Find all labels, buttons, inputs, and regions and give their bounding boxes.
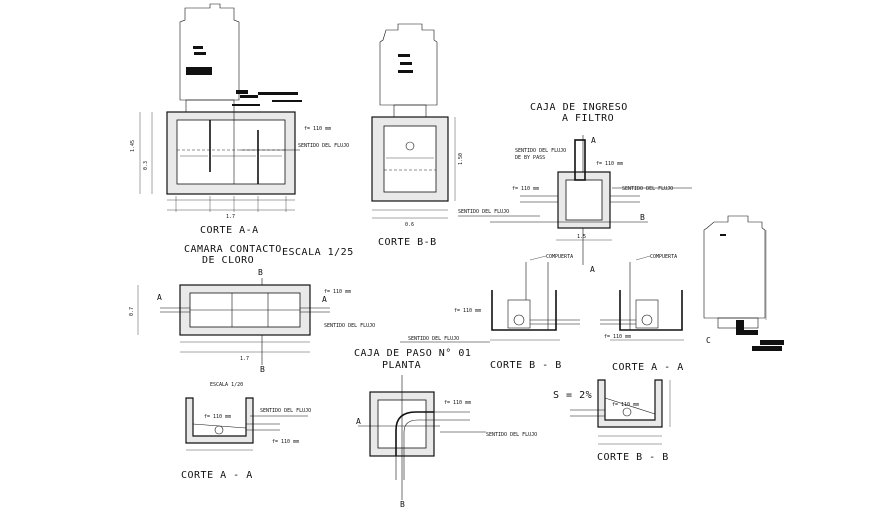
corte-bb-section-drawing: 1.50 0.6 CORTE B-B [371,23,464,248]
svg-text:1.50: 1.50 [458,153,464,165]
camara-subtitle: DE CLORO [202,255,254,266]
flow-direction-label: SENTIDO DEL FLUJO [324,323,375,329]
camara-title: CAMARA CONTACTO [184,244,282,255]
svg-text:0.3: 0.3 [143,161,149,170]
corte-aa-section-drawing: 1.45 0.3 1.7 f= 110 mm SENTIDO DEL FLUJO… [130,3,349,236]
svg-text:B: B [258,268,263,277]
phi-label: f= 110 mm [454,308,481,314]
small-corte-bb: S = 2% f= 110 mm CORTE B - B [553,379,671,463]
corte-bb-mid-title: CORTE B - B [490,360,562,371]
scale-label: ESCALA 1/25 [282,247,354,258]
svg-text:0.7: 0.7 [129,307,135,316]
phi-label: f= 110 mm [444,400,471,406]
phi-label: f= 110 mm [596,161,623,167]
corte-bb-bottom-title: CORTE B - B [597,452,669,463]
caja-ingreso-subtitle: A FILTRO [562,113,614,124]
slope-label: S = 2% [553,390,592,401]
compuerta-label: COMPUERTA [546,254,573,260]
flow-direction-label: SENTIDO DEL FLUJO [458,209,509,215]
phi-label: f= 110 mm [604,334,631,340]
svg-text:1.45: 1.45 [130,140,136,152]
svg-text:1.5: 1.5 [577,234,586,240]
svg-text:A: A [591,136,596,145]
phi-label: f= 110 mm [304,126,331,132]
phi-label: f= 110 mm [324,289,351,295]
flow-direction-label: SENTIDO DEL FLUJO [486,432,537,438]
scale-label: ESCALA 1/20 [210,382,243,388]
compuerta-label: COMPUERTA [650,254,677,260]
flow-direction-label: SENTIDO DEL FLUJO [298,143,349,149]
corte-aa-bottom-title: CORTE A - A [181,470,253,481]
svg-text:C: C [706,336,711,345]
svg-text:1.7: 1.7 [240,356,249,362]
flow-direction-label: SENTIDO DEL FLUJO [260,408,311,414]
svg-text:A: A [157,293,162,302]
caja-paso-title: CAJA DE PASO N° 01 [354,348,471,359]
svg-text:B: B [260,365,265,374]
phi-label: f= 110 mm [512,186,539,192]
compuerta-sections: COMPUERTA COMPUERTA f= 110 mm SENTIDO DE… [400,254,684,373]
corte-bb-title: CORTE B-B [378,237,437,248]
phi-label: f= 110 mm [612,402,639,408]
svg-text:A: A [322,295,327,304]
bypass-flow-label-2: DE BY PASS [515,155,545,161]
corte-aa-mid-title: CORTE A - A [612,362,684,373]
caja-ingreso-plan: CAJA DE INGRESO A FILTRO A B SENTIDO DEL… [458,102,692,274]
phi-label: f= 110 mm [272,439,299,445]
corte-aa-title: CORTE A-A [200,225,259,236]
phi-label: f= 110 mm [204,414,231,420]
small-corte-aa: ESCALA 1/20 f= 110 mm SENTIDO DEL FLUJO … [181,382,311,481]
flow-direction-label: SENTIDO DEL FLUJO [622,186,673,192]
svg-text:B: B [640,213,645,222]
svg-text:0.6: 0.6 [405,222,414,228]
tank-elevation-right: C [703,215,784,351]
camara-contacto-plan: CAMARA CONTACTO DE CLORO ESCALA 1/25 B A… [129,244,375,374]
flow-direction-label: SENTIDO DEL FLUJO [408,336,459,342]
bypass-flow-label: SENTIDO DEL FLUJO [515,148,566,154]
svg-text:B: B [400,500,405,509]
svg-text:1.7: 1.7 [226,214,235,220]
svg-text:A: A [590,265,595,274]
caja-paso-subtitle: PLANTA [382,360,421,371]
svg-text:A: A [356,417,361,426]
caja-paso-plan: CAJA DE PASO N° 01 PLANTA A B f= 110 mm … [354,348,537,509]
caja-ingreso-title: CAJA DE INGRESO [530,102,628,113]
